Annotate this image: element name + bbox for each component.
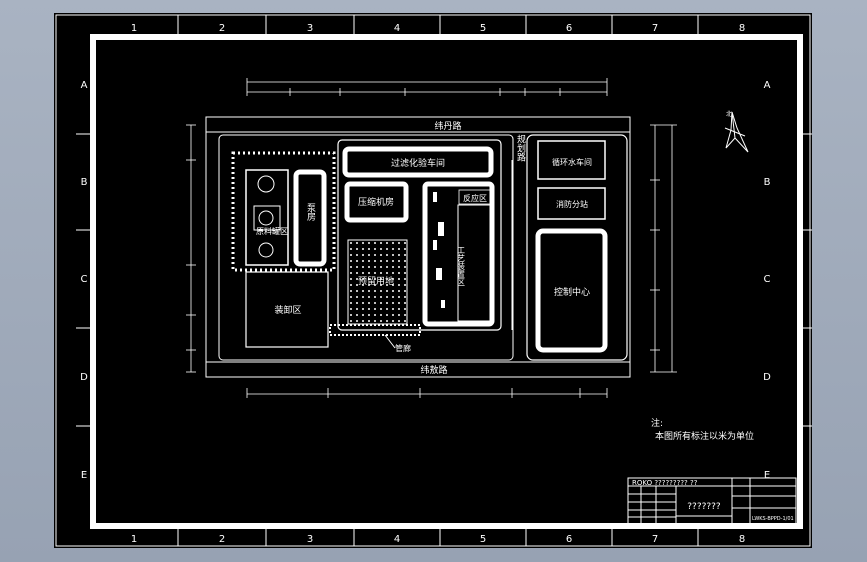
column-label-top: 1 — [131, 23, 137, 34]
process-equipment — [433, 192, 445, 308]
raw-tank-label: 原料罐区 — [256, 226, 288, 236]
pipe-fence — [329, 324, 421, 336]
fire-station-label: 消防分站 — [556, 199, 588, 209]
plant-block-east — [526, 134, 628, 361]
column-label-top: 2 — [219, 23, 225, 34]
loading-area-label: 装卸区 — [274, 304, 301, 316]
title-block — [627, 477, 797, 525]
fire-station — [537, 187, 606, 220]
drawing-frame — [90, 34, 803, 529]
column-label-bottom: 3 — [307, 534, 313, 545]
road-bottom-label: 纬敖路 — [420, 364, 447, 376]
column-label-bottom: 2 — [219, 534, 225, 545]
reserved-land-label: 预留用地 — [358, 275, 394, 287]
raw-tank-area — [245, 169, 289, 266]
pipe-leader — [384, 334, 396, 349]
right-dimension-line — [650, 124, 677, 373]
process-subarea — [457, 204, 491, 322]
column-label-top: 6 — [566, 23, 572, 34]
north-arrow-icon — [724, 111, 749, 153]
row-label-right: E — [764, 470, 770, 481]
road-right-label: 规划路 — [515, 134, 526, 162]
compressor-room — [344, 181, 409, 223]
row-label-right: B — [764, 177, 771, 188]
pipe-label: 管廊 — [395, 343, 411, 353]
filter-workshop-label: 过滤化验车间 — [391, 157, 445, 169]
row-label-left: B — [81, 177, 88, 188]
titleblock-header: ROKO ????????? ?? — [632, 479, 698, 487]
site-boundary — [205, 116, 631, 378]
tank-2-box — [253, 205, 281, 231]
row-label-right: A — [764, 80, 771, 91]
compressor-room-label: 压缩机房 — [358, 196, 394, 208]
row-label-right: D — [763, 372, 771, 383]
column-label-top: 4 — [394, 23, 400, 34]
plan-labels: 纬丹路 纬敖路 规划路 管廊 过滤化验车间 压缩机房 反应区 工艺装置区 泵房 … — [256, 110, 794, 522]
column-label-bottom: 6 — [566, 534, 572, 545]
column-label-top: 3 — [307, 23, 313, 34]
loading-area — [245, 271, 329, 348]
column-label-bottom: 5 — [480, 534, 486, 545]
column-label-top: 7 — [652, 23, 658, 34]
reaction-area-label: 反应区 — [463, 193, 487, 203]
reaction-area-detail — [458, 189, 491, 205]
drawing-sheet — [54, 13, 812, 548]
notes-title: 注: — [651, 417, 663, 429]
titleblock-drawing-no: LWKS-BPPD-1/01 — [752, 516, 794, 522]
bottom-dimension-line — [246, 388, 608, 398]
notes-body: 本图所有标注以米为单位 — [655, 430, 754, 442]
column-label-bottom: 8 — [739, 534, 745, 545]
road-top-label: 纬丹路 — [434, 120, 461, 132]
tank-fence — [231, 151, 336, 272]
circulating-water-workshop — [537, 140, 606, 180]
process-label: 工艺装置区 — [457, 246, 466, 286]
pump-label: 泵房 — [305, 203, 316, 222]
column-label-bottom: 4 — [394, 534, 400, 545]
process-compound — [337, 139, 502, 331]
row-label-left: E — [81, 470, 87, 481]
row-label-right: C — [764, 274, 771, 285]
process-unit-area — [422, 181, 495, 327]
top-dimension-line — [246, 78, 608, 96]
filter-workshop — [342, 146, 494, 178]
titleblock-main: ??????? — [687, 502, 721, 512]
grid-ticks — [76, 15, 812, 546]
north-label: 北 — [726, 110, 732, 118]
tank-3 — [258, 242, 274, 258]
control-center-label: 控制中心 — [554, 286, 590, 298]
left-dimension-line — [186, 124, 196, 373]
outer-border — [55, 14, 811, 547]
row-label-left: D — [80, 372, 88, 383]
column-label-top: 8 — [739, 23, 745, 34]
circulating-water-label: 循环水车间 — [552, 157, 592, 167]
row-label-left: A — [81, 80, 88, 91]
tank-2 — [258, 210, 274, 226]
column-label-top: 5 — [480, 23, 486, 34]
column-label-bottom: 1 — [131, 534, 137, 545]
reserved-land-area — [347, 239, 408, 325]
plant-block-west — [218, 134, 514, 361]
row-label-left: C — [81, 274, 88, 285]
tank-1 — [257, 175, 275, 193]
pump-building — [293, 169, 327, 267]
column-label-bottom: 7 — [652, 534, 658, 545]
control-center — [535, 228, 608, 353]
